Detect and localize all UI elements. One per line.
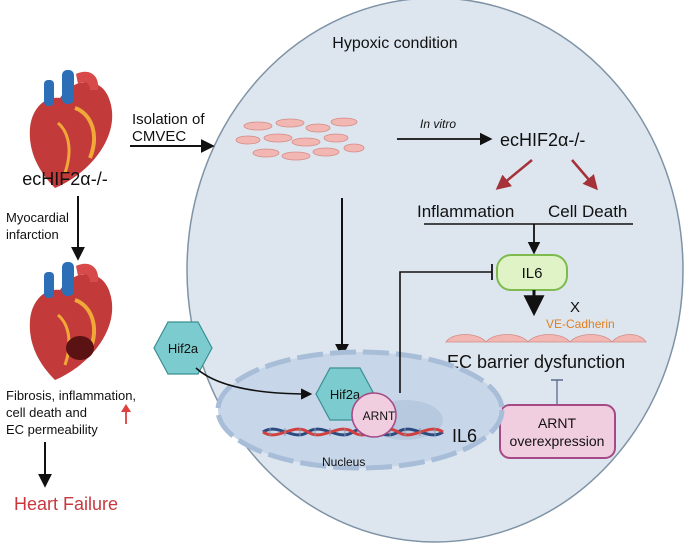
dna-helix-icon (262, 427, 444, 437)
nucleus-arnt-label: ARNT (363, 409, 396, 423)
ve-cadherin-label: VE-Cadherin (546, 317, 615, 331)
block-mark: X (570, 299, 580, 316)
endothelial-monolayer-icon (445, 334, 647, 343)
hif2a-outside-shape (153, 321, 213, 375)
arrow-hif2a-to-nucleus (195, 367, 313, 400)
nucleus-gene-label: IL6 (452, 426, 477, 446)
arrow-to-cell-death (571, 159, 598, 191)
isolation-line1: Isolation of (132, 111, 205, 128)
heart-icon-infarcted (29, 262, 113, 380)
hypoxic-condition-title: Hypoxic condition (332, 35, 457, 52)
arnt-nuclear-shape (351, 392, 397, 438)
arrow-to-inflammation (495, 159, 533, 190)
in-vitro-label: In vitro (420, 117, 456, 131)
endothelial-cell-cluster-icon (235, 117, 365, 161)
il6-box-label: IL6 (522, 265, 543, 282)
inflammation-label: Inflammation (417, 202, 514, 221)
arnt-over-line2: overexpression (510, 433, 605, 449)
mi-label-line2: infarction (6, 227, 59, 242)
hif2a-outside-label: Hif2a (168, 341, 199, 356)
heart-icon-healthy (29, 70, 113, 188)
il6-box (496, 254, 568, 291)
cell-death-label: Cell Death (548, 202, 627, 221)
nucleus-label: Nucleus (322, 455, 365, 469)
arnt-overexpression-box (499, 404, 616, 459)
increase-up-arrow-icon (121, 404, 131, 424)
barrier-dysfunction-label: EC barrier dysfunction (447, 352, 625, 372)
outcomes-line2: cell death and (6, 405, 87, 420)
in-vitro-genotype: ecHIF2α-/- (500, 130, 585, 150)
inhibit-il6-line (399, 271, 492, 393)
mi-label-line1: Myocardial (6, 210, 69, 225)
outcomes-line3: EC permeability (6, 422, 98, 437)
isolation-line2: CMVEC (132, 128, 186, 145)
nucleus-hif2a-label: Hif2a (330, 387, 361, 402)
heart-failure-label: Heart Failure (14, 494, 118, 514)
left-genotype-label: ecHIF2α-/- (22, 169, 107, 189)
arnt-over-line1: ARNT (538, 415, 577, 431)
outcomes-line1: Fibrosis, inflammation, (6, 388, 136, 403)
